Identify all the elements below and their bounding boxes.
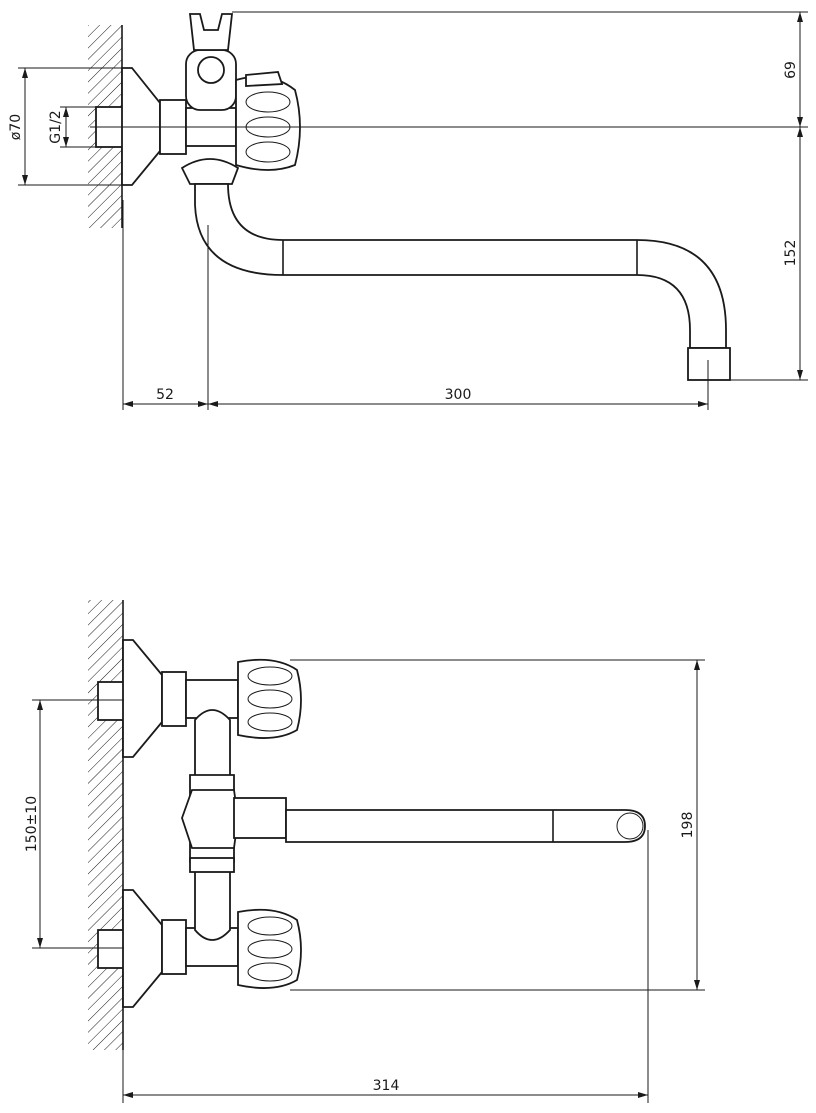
dim-52: 52 bbox=[156, 387, 174, 403]
spout bbox=[194, 183, 731, 381]
side-view: 69 152 ø70 G1/2 52 300 bbox=[8, 11, 808, 410]
spout bbox=[285, 809, 646, 843]
wall-flanges bbox=[122, 639, 163, 1008]
dim-thread: G1/2 bbox=[48, 110, 64, 143]
dim-flange-diameter: ø70 bbox=[8, 114, 24, 140]
dim-69: 69 bbox=[783, 61, 799, 79]
dimension-lines bbox=[18, 11, 808, 410]
dim-198: 198 bbox=[680, 812, 696, 839]
dim-inlet-spacing: 150±10 bbox=[24, 796, 40, 852]
dim-314: 314 bbox=[373, 1078, 400, 1094]
top-view: 150±10 198 314 bbox=[24, 600, 705, 1103]
inlet-fittings bbox=[97, 681, 125, 969]
dim-152: 152 bbox=[783, 240, 799, 267]
wall-hatch bbox=[88, 600, 124, 1050]
dim-300: 300 bbox=[445, 387, 472, 403]
mixer-body bbox=[159, 13, 301, 185]
centerlines bbox=[90, 126, 808, 410]
dimension-lines bbox=[32, 659, 705, 1103]
aerator bbox=[687, 347, 731, 381]
mixer-body bbox=[161, 658, 302, 989]
